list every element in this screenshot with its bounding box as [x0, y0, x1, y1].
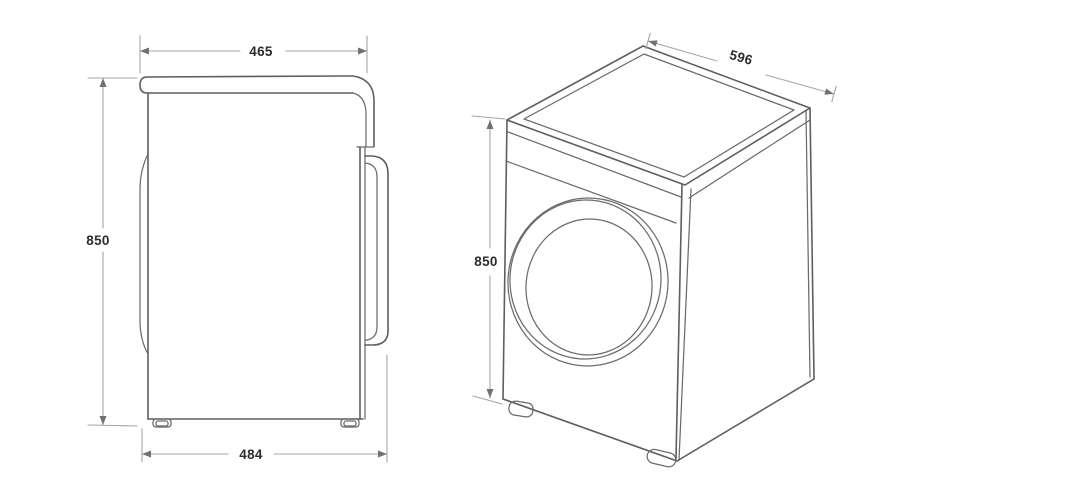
control-panel-line — [505, 160, 677, 224]
arrow-up — [486, 120, 494, 129]
dim-label-perspective-height: 850 — [474, 254, 497, 269]
door-ring-middle — [509, 199, 662, 360]
door-ring-outer — [507, 197, 669, 367]
front-top-curve-outer — [343, 75, 375, 147]
side-view-machine — [139, 75, 389, 428]
door-porthole — [507, 197, 669, 367]
arrow-up — [99, 78, 107, 87]
dim-label-top-width: 465 — [249, 44, 273, 59]
dim-label-perspective-depth: 596 — [728, 47, 755, 68]
arrow-left — [140, 47, 149, 55]
extension-tick-bottom — [472, 395, 503, 405]
top-face-inner-rim — [523, 53, 795, 178]
top-face-outer — [506, 45, 811, 186]
back-panel-bulge — [139, 153, 149, 355]
arrow-down — [486, 389, 494, 398]
dim-bottom-depth: 484 — [141, 354, 388, 463]
worktop-band-right — [688, 119, 811, 199]
extension-tick-bottom — [87, 424, 138, 427]
door-glass — [525, 218, 653, 356]
right-bottom-edge — [676, 378, 815, 462]
arrow-down — [99, 416, 107, 425]
front-center-foot — [646, 448, 677, 468]
arrow-right — [824, 88, 834, 95]
dim-side-height: 850 — [86, 77, 138, 427]
front-bottom-edge — [502, 398, 678, 462]
perspective-machine — [502, 45, 815, 468]
dim-perspective-depth: 596 — [645, 32, 837, 103]
extension-tick-top — [471, 115, 506, 120]
dim-perspective-height: 850 — [471, 115, 506, 405]
side-view: 465 850 484 — [86, 35, 389, 463]
worktop-profile — [139, 75, 354, 94]
front-right-edge — [675, 184, 683, 460]
front-right-edge-chamfer — [678, 188, 692, 461]
dimension-line — [765, 74, 835, 95]
dim-label-side-height: 850 — [86, 233, 109, 248]
arrow-left — [648, 40, 658, 47]
dim-label-bottom-depth: 484 — [239, 447, 263, 462]
back-right-edge-inner — [805, 110, 811, 378]
perspective-view: 850 596 — [471, 32, 837, 468]
right-foot — [340, 418, 360, 428]
door-profile-inner — [364, 162, 378, 341]
front-top-curve-inner — [352, 92, 367, 147]
left-foot — [152, 418, 172, 428]
dimension-line — [647, 40, 718, 62]
door-profile-outer — [364, 155, 389, 346]
front-left-foot — [508, 400, 534, 418]
worktop-band-front — [507, 131, 682, 198]
arrow-right — [378, 450, 387, 458]
front-left-edge — [502, 119, 508, 400]
arrow-right — [358, 47, 367, 55]
back-right-edge — [809, 107, 815, 380]
arrow-left — [142, 450, 151, 458]
dim-top-width: 465 — [139, 35, 368, 74]
